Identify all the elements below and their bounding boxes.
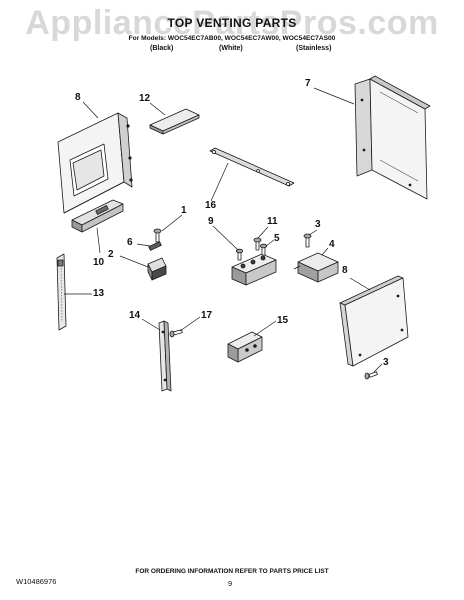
part-17-screw (169, 329, 183, 338)
variant-white: (White) (219, 45, 243, 52)
part-8-side-panel-right (339, 275, 409, 367)
callout-17: 17 (201, 310, 213, 321)
document-number: W10486976 (16, 577, 57, 586)
callout-16: 16 (205, 200, 217, 211)
callout-2: 2 (108, 249, 114, 260)
part-1-screw (153, 228, 162, 243)
variant-stainless: (Stainless) (296, 45, 332, 52)
callout-15: 15 (277, 315, 289, 326)
callout-13: 13 (93, 288, 105, 299)
part-14-bracket (158, 320, 172, 392)
part-2-switch (147, 257, 167, 281)
part-3-screw-lower (364, 371, 378, 380)
page-number: 9 (228, 579, 233, 588)
callout-4: 4 (329, 239, 335, 250)
watermark: AppliancePartsPros.com (25, 4, 439, 42)
part-6-clip (148, 241, 162, 251)
page-title: TOP VENTING PARTS (167, 16, 297, 30)
part-7-back-panel (354, 75, 431, 200)
callout-7: 7 (305, 78, 311, 89)
callout-3-upper: 3 (315, 219, 321, 230)
part-15-hinge-bracket (227, 331, 263, 363)
part-5-screw (259, 243, 268, 256)
ordering-note: FOR ORDERING INFORMATION REFER TO PARTS … (135, 568, 329, 575)
callout-10: 10 (93, 257, 105, 268)
part-3-screw-upper (303, 233, 312, 248)
callout-6: 6 (127, 237, 133, 248)
part-13-rail (56, 253, 67, 331)
part-10-duct-bracket (71, 199, 124, 233)
callout-11: 11 (267, 216, 278, 227)
part-16-vent-rod (209, 147, 295, 187)
callout-12: 12 (139, 93, 151, 104)
leader-lines (64, 87, 383, 373)
part-4-module (293, 252, 339, 283)
callout-8-upper: 8 (75, 92, 81, 103)
callout-14: 14 (129, 310, 141, 321)
part-8-side-panel-left (57, 112, 133, 214)
callout-9: 9 (208, 216, 214, 227)
variant-black: (Black) (150, 45, 174, 52)
callout-3-lower: 3 (383, 357, 389, 368)
part-12-vent-plate (149, 108, 200, 135)
part-11-screw (253, 237, 262, 251)
callout-1: 1 (181, 205, 187, 216)
callout-5: 5 (274, 233, 280, 244)
part-9-terminal-block (231, 253, 277, 286)
part-9-screw (235, 248, 244, 261)
callout-8-lower: 8 (342, 265, 348, 276)
model-list: For Models: WOC54EC7AB00, WOC54EC7AW00, … (128, 35, 336, 42)
